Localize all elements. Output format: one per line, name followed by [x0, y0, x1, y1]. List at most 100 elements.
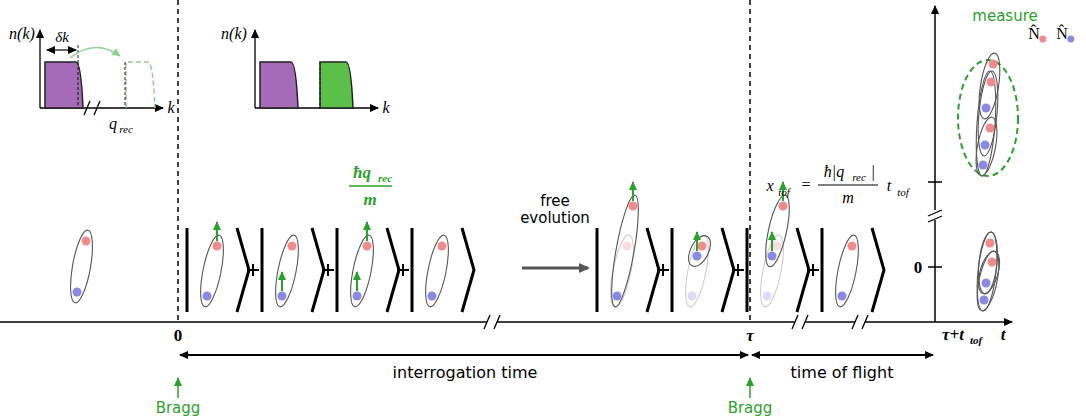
- stroke: [928, 210, 942, 216]
- molecule-outline: [684, 232, 715, 270]
- molecule-outline: [974, 231, 1000, 312]
- axis-label: k: [382, 100, 389, 116]
- ket-bracket: [596, 228, 599, 312]
- atom: [278, 292, 287, 301]
- molecule-outline: [196, 233, 228, 308]
- ket-bracket: [462, 228, 474, 312]
- atom: [986, 124, 995, 133]
- plus-sign: [247, 264, 259, 276]
- axis-label: t: [1001, 326, 1006, 343]
- molecule-outline: [973, 70, 999, 176]
- subscript: tof: [970, 335, 982, 346]
- symbol: x: [766, 178, 773, 194]
- atom: [779, 202, 788, 211]
- atom: [988, 258, 997, 267]
- momentum-kick: [771, 232, 773, 251]
- operator: N̂: [1056, 26, 1068, 42]
- symbol: q: [109, 116, 117, 132]
- atom: [980, 296, 989, 305]
- atom: [688, 292, 697, 301]
- ket-bracket: [821, 228, 824, 312]
- measure-label: measure: [972, 9, 1037, 24]
- momentum-kick: [696, 232, 698, 251]
- molecule-outline: [421, 233, 453, 308]
- subscript: tof: [897, 187, 909, 198]
- atom: [982, 104, 991, 113]
- atom: [203, 292, 212, 301]
- stroke: [792, 315, 798, 329]
- atom: [773, 242, 782, 251]
- plus-sign: [322, 264, 334, 276]
- ket-bracket: [186, 228, 189, 312]
- axis-label: k: [167, 100, 174, 116]
- tick-label: τ+t: [942, 326, 964, 343]
- subscript: tof: [778, 187, 790, 198]
- momentum-kick: [356, 272, 358, 291]
- plus-sign: [657, 264, 669, 276]
- atom: [613, 292, 622, 301]
- atom: [986, 239, 995, 248]
- symbol: ħ|q: [824, 164, 844, 180]
- atom: [848, 242, 857, 251]
- molecule-outline: [973, 249, 1003, 312]
- symbol: |: [871, 164, 875, 180]
- molecule-outline: [761, 193, 794, 268]
- stroke: [852, 315, 858, 329]
- symbol: m: [842, 190, 854, 206]
- atom: [693, 252, 702, 261]
- atom: [763, 292, 772, 301]
- plus-sign: [397, 264, 409, 276]
- pulse-label: Bragg: [728, 401, 773, 416]
- velocity-label: ħq: [353, 164, 371, 181]
- ket-bracket: [746, 228, 749, 312]
- momentum-kick: [216, 222, 218, 241]
- atom-marker: [1067, 36, 1074, 43]
- symbol: t: [887, 178, 891, 194]
- atom: [82, 237, 91, 246]
- molecule-outline: [66, 229, 97, 305]
- subscript: rec: [852, 172, 866, 183]
- momentum-kick: [366, 222, 368, 241]
- atom: [989, 60, 998, 69]
- molecule-outline: [831, 233, 863, 308]
- stroke: [802, 315, 808, 329]
- molecule-outline: [606, 194, 644, 309]
- atom: [213, 242, 222, 251]
- atom: [768, 252, 777, 261]
- ket-bracket: [411, 228, 414, 312]
- axis-label: n(k): [9, 26, 35, 42]
- tick-label: τ: [746, 327, 754, 344]
- interval-label: time of flight: [791, 365, 894, 381]
- pulse-label: Bragg: [156, 401, 201, 416]
- process-label: free evolution: [515, 193, 595, 228]
- symbol: =: [801, 177, 810, 193]
- atom: [438, 242, 447, 251]
- atom: [979, 161, 988, 170]
- subscript: rec: [378, 173, 392, 184]
- ket-bracket: [336, 228, 339, 312]
- stroke: [484, 315, 490, 329]
- atom: [73, 288, 82, 297]
- width-label: δk: [55, 30, 69, 45]
- ket-bracket: [872, 228, 884, 312]
- momentum-kick: [281, 272, 283, 291]
- operator: N̂: [1028, 26, 1040, 42]
- atom: [987, 78, 996, 87]
- stroke: [862, 315, 868, 329]
- axis-label: n(k): [221, 26, 247, 42]
- atom: [982, 279, 991, 288]
- stroke: [928, 216, 942, 222]
- atom: [698, 242, 707, 251]
- tick-label: 0: [914, 259, 923, 276]
- molecule-outline: [271, 233, 303, 308]
- plus-sign: [732, 264, 744, 276]
- atom-marker: [1039, 36, 1046, 43]
- atom: [838, 292, 847, 301]
- molecule-outline: [975, 70, 1001, 157]
- atom: [629, 202, 638, 211]
- atom: [288, 242, 297, 251]
- atom: [981, 141, 990, 150]
- molecule-outline: [975, 52, 1003, 121]
- atom: [363, 242, 372, 251]
- interval-label: interrogation time: [393, 365, 538, 381]
